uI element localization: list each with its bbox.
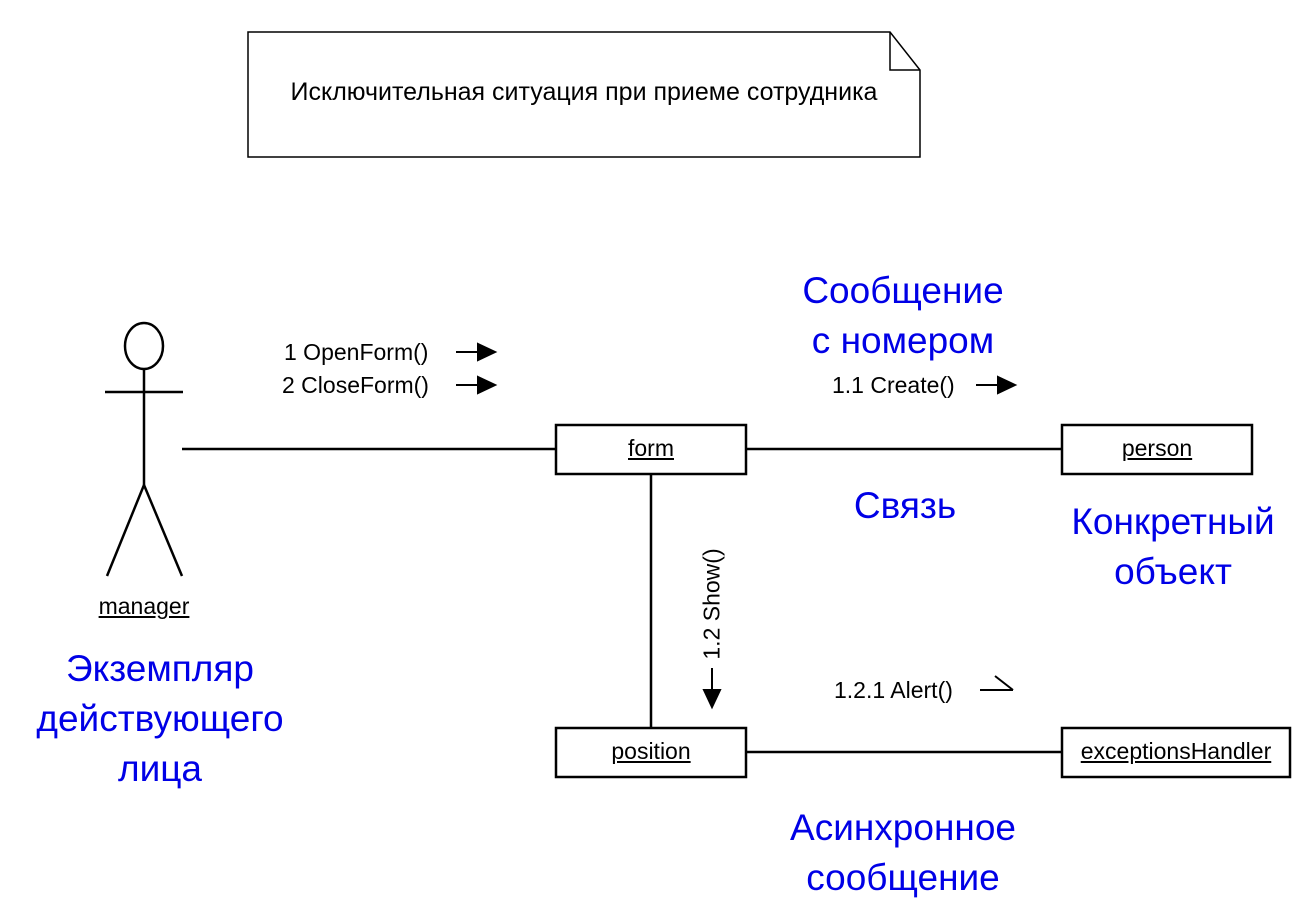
annotation-concrete-object: Конкретный объект [1038,497,1308,597]
message-show: 1.2 Show() [698,548,725,660]
actor-name: manager [98,593,190,619]
arrow-close-form-head [477,375,498,395]
object-label-form: form [628,435,674,461]
note-fold [889,32,920,71]
annotation-actor-instance-line3: лица [117,748,203,789]
annotation-numbered-message: Сообщение с номером [753,266,1053,366]
actor-figure [105,321,184,577]
object-box-position[interactable] [554,726,748,779]
annotation-concrete-object-line1: Конкретный [1071,501,1275,542]
note-text: Исключительная ситуация при приеме сотру… [290,78,878,106]
object-label-person: person [1121,435,1193,461]
annotation-async-message-line2: сообщение [806,857,1000,898]
annotation-async-message: Асинхронное сообщение [743,803,1063,903]
annotation-async-message-line1: Асинхронное [790,807,1016,848]
message-alert: 1.2.1 Alert() [834,677,953,703]
annotation-actor-instance-line1: Экземпляр [66,648,254,689]
object-box-form[interactable] [554,423,748,476]
object-label-exceptions-handler: exceptionsHandler [1080,738,1272,764]
message-close-form: 2 CloseForm() [282,372,429,398]
object-label-position: position [611,738,691,764]
object-box-person[interactable] [1060,423,1254,476]
actor-right-leg [142,484,184,577]
annotation-link: Связь [853,485,957,526]
arrow-show-head [702,689,722,710]
message-open-form: 1 OpenForm() [284,339,429,365]
annotation-concrete-object-line2: объект [1114,551,1232,592]
arrow-open-form-head [477,342,498,362]
note-shape [247,31,921,158]
message-create: 1.1 Create() [832,372,955,398]
arrow-create-head [997,375,1018,395]
annotation-actor-instance: Экземпляр действующего лица [0,644,320,794]
links [182,447,1062,754]
arrow-alert-half-head [994,675,1014,691]
annotation-numbered-message-line2: с номером [811,320,995,361]
annotation-numbered-message-line1: Сообщение [802,270,1004,311]
actor-left-leg [105,484,146,577]
object-box-exceptions-handler[interactable] [1060,726,1292,779]
annotation-actor-instance-line2: действующего [36,698,284,739]
actor-head [123,321,165,371]
